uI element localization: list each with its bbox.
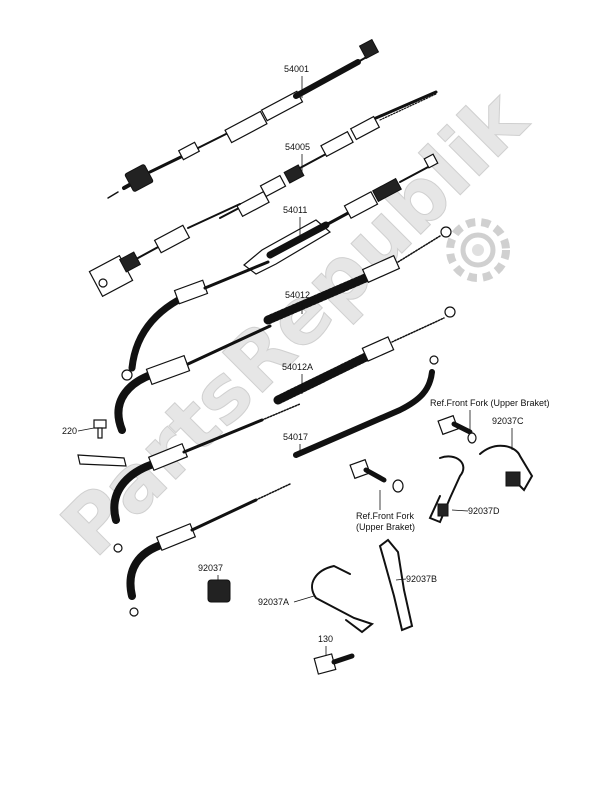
label-92037b: 92037B (395, 574, 437, 584)
label-54017: 54017 (283, 432, 308, 452)
part-92037c (479, 444, 534, 492)
svg-text:92037: 92037 (198, 563, 223, 573)
part-92037b (378, 538, 414, 632)
svg-text:54011: 54011 (283, 205, 307, 215)
svg-text:54001: 54001 (284, 64, 309, 74)
part-130 (313, 653, 355, 675)
svg-text:92037C: 92037C (492, 416, 524, 426)
part-92037a (311, 564, 375, 634)
label-92037a: 92037A (258, 595, 315, 607)
gear-watermark-icon (446, 218, 510, 282)
label-54012a: 54012A (282, 362, 313, 394)
ref-front-fork-bolt-1 (437, 414, 477, 444)
label-54012: 54012 (285, 290, 310, 314)
svg-text:92037D: 92037D (468, 506, 500, 516)
label-92037: 92037 (198, 563, 223, 580)
cable-lower-2 (126, 483, 291, 617)
svg-text:220: 220 (62, 426, 77, 436)
svg-text:54005: 54005 (285, 142, 310, 152)
svg-text:54017: 54017 (283, 432, 308, 442)
cable-54011 (88, 153, 439, 298)
svg-text:130: 130 (318, 634, 333, 644)
label-ref-front-fork-1: Ref.Front Fork (Upper Braket) (430, 398, 550, 430)
svg-text:92037A: 92037A (258, 597, 289, 607)
cable-54005 (219, 90, 438, 219)
svg-text:54012A: 54012A (282, 362, 313, 372)
label-ref-front-fork-2: Ref.Front Fork (Upper Braket) (356, 490, 415, 532)
label-92037c: 92037C (492, 416, 524, 450)
cable-lower-1 (110, 403, 301, 553)
label-54005: 54005 (285, 142, 310, 172)
svg-text:54012: 54012 (285, 290, 310, 300)
part-220 (77, 419, 127, 467)
cable-54012 (121, 226, 452, 381)
label-220: 220 (62, 426, 95, 436)
svg-text:92037B: 92037B (406, 574, 437, 584)
part-92037 (207, 579, 231, 603)
label-54011: 54011 (283, 205, 307, 236)
label-130: 130 (318, 634, 333, 656)
svg-text:Ref.Front Fork (Upper Braket): Ref.Front Fork (Upper Braket) (430, 398, 550, 408)
svg-text:Ref.Front Fork: Ref.Front Fork (356, 511, 415, 521)
ref-front-fork-bolt-2 (349, 458, 404, 493)
cable-54001 (107, 38, 380, 199)
label-92037d: 92037D (451, 506, 500, 516)
label-54001: 54001 (284, 64, 309, 98)
part-92037d (428, 455, 465, 524)
part-54017 (293, 355, 439, 458)
svg-text:(Upper Braket): (Upper Braket) (356, 522, 415, 532)
cable-54012a (114, 306, 456, 434)
